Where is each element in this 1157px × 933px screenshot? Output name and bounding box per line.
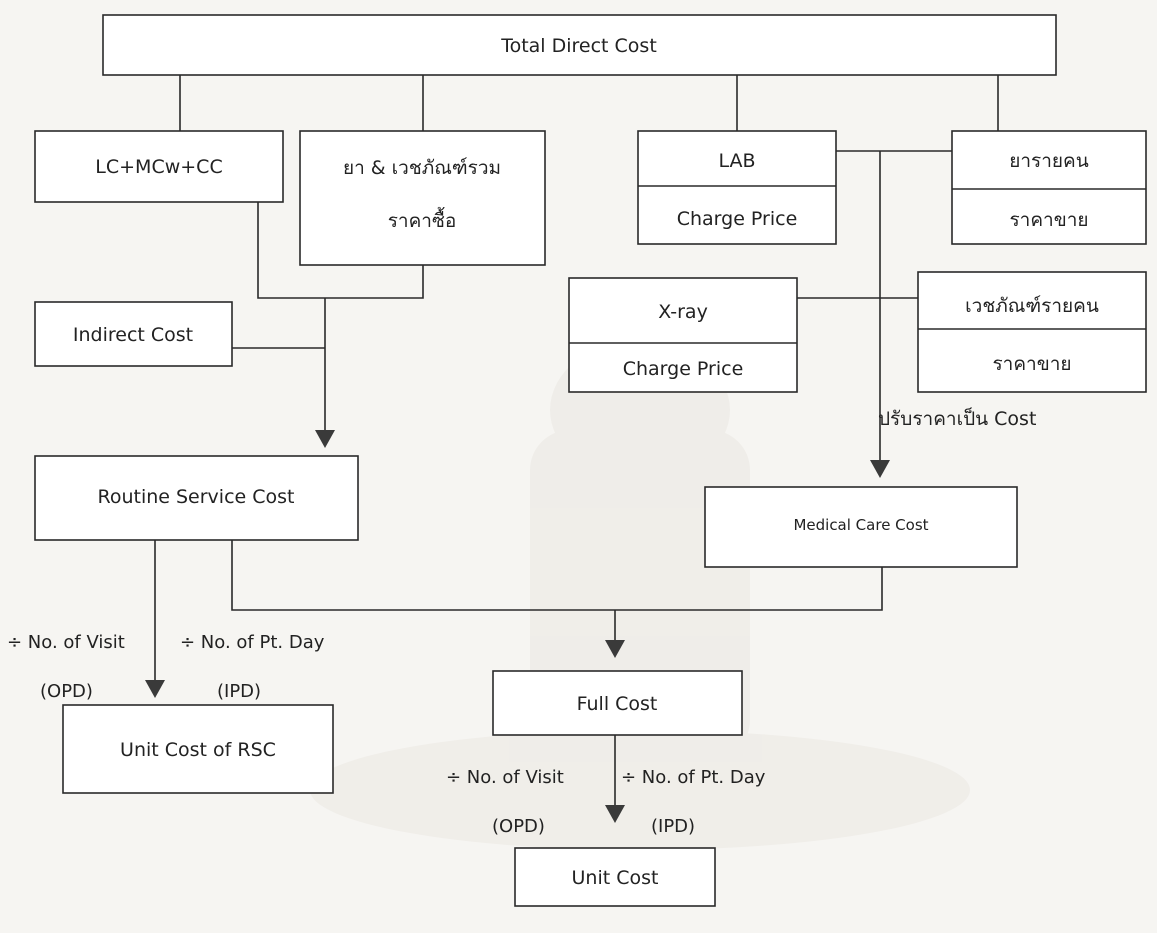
label-full-div-visit: ÷ No. of Visit	[446, 767, 564, 788]
node-routine-service-cost: Routine Service Cost	[34, 455, 359, 541]
arrowheads	[145, 430, 890, 823]
svg-text:ราคาซื้อ: ราคาซื้อ	[388, 207, 457, 232]
arrow-to-medical-care	[870, 460, 890, 478]
label-rsc-div-ptday: ÷ No. of Pt. Day	[180, 632, 325, 653]
label-adjust-price-to-cost: ปรับราคาเป็น Cost	[878, 406, 1036, 430]
node-unit-cost-rsc: Unit Cost of RSC	[62, 704, 334, 794]
node-total-direct-cost: Total Direct Cost	[102, 14, 1057, 76]
label-rsc-opd: (OPD)	[40, 681, 93, 702]
node-medical-care-cost: Medical Care Cost	[704, 486, 1018, 568]
svg-text:เวชภัณฑ์รายคน: เวชภัณฑ์รายคน	[965, 295, 1099, 317]
svg-text:LC+MCw+CC: LC+MCw+CC	[95, 156, 222, 178]
arrow-to-unit-cost	[605, 805, 625, 823]
svg-text:Medical Care Cost: Medical Care Cost	[793, 516, 928, 534]
svg-text:Unit Cost: Unit Cost	[572, 867, 659, 889]
svg-text:Charge Price: Charge Price	[677, 208, 798, 230]
node-drugs-supplies-total: ยา & เวชภัณฑ์รวม ราคาซื้อ	[299, 130, 546, 266]
svg-text:X-ray: X-ray	[658, 301, 708, 323]
svg-text:LAB: LAB	[718, 150, 755, 172]
svg-text:ราคาขาย: ราคาขาย	[992, 353, 1071, 375]
svg-text:ยา & เวชภัณฑ์รวม: ยา & เวชภัณฑ์รวม	[343, 157, 501, 179]
label-full-opd: (OPD)	[492, 816, 545, 837]
node-full-cost: Full Cost	[492, 670, 743, 736]
svg-text:Indirect Cost: Indirect Cost	[73, 324, 193, 346]
node-lc-mcw-cc: LC+MCw+CC	[34, 130, 284, 203]
node-unit-cost: Unit Cost	[514, 847, 716, 907]
svg-text:Full Cost: Full Cost	[577, 693, 658, 715]
svg-text:ราคาขาย: ราคาขาย	[1009, 209, 1088, 231]
label-rsc-ipd: (IPD)	[217, 681, 261, 702]
arrow-to-rsc	[315, 430, 335, 448]
label-rsc-div-visit: ÷ No. of Visit	[7, 632, 125, 653]
node-drugs-per-patient: ยารายคน ราคาขาย	[951, 130, 1147, 245]
node-indirect-cost: Indirect Cost	[34, 301, 233, 367]
connectors	[154, 75, 999, 807]
svg-text:ยารายคน: ยารายคน	[1009, 150, 1089, 172]
arrow-to-unit-cost-rsc	[145, 680, 165, 698]
svg-text:Routine Service Cost: Routine Service Cost	[97, 486, 294, 508]
label-full-div-ptday: ÷ No. of Pt. Day	[621, 767, 766, 788]
arrow-to-full-cost	[605, 640, 625, 658]
node-lab: LAB Charge Price	[637, 130, 837, 245]
svg-text:Total Direct Cost: Total Direct Cost	[500, 35, 657, 57]
node-supplies-per-patient: เวชภัณฑ์รายคน ราคาขาย	[917, 271, 1147, 393]
label-full-ipd: (IPD)	[651, 816, 695, 837]
svg-text:Unit Cost of RSC: Unit Cost of RSC	[120, 739, 276, 761]
node-xray: X-ray Charge Price	[568, 277, 798, 393]
svg-text:Charge Price: Charge Price	[623, 358, 744, 380]
